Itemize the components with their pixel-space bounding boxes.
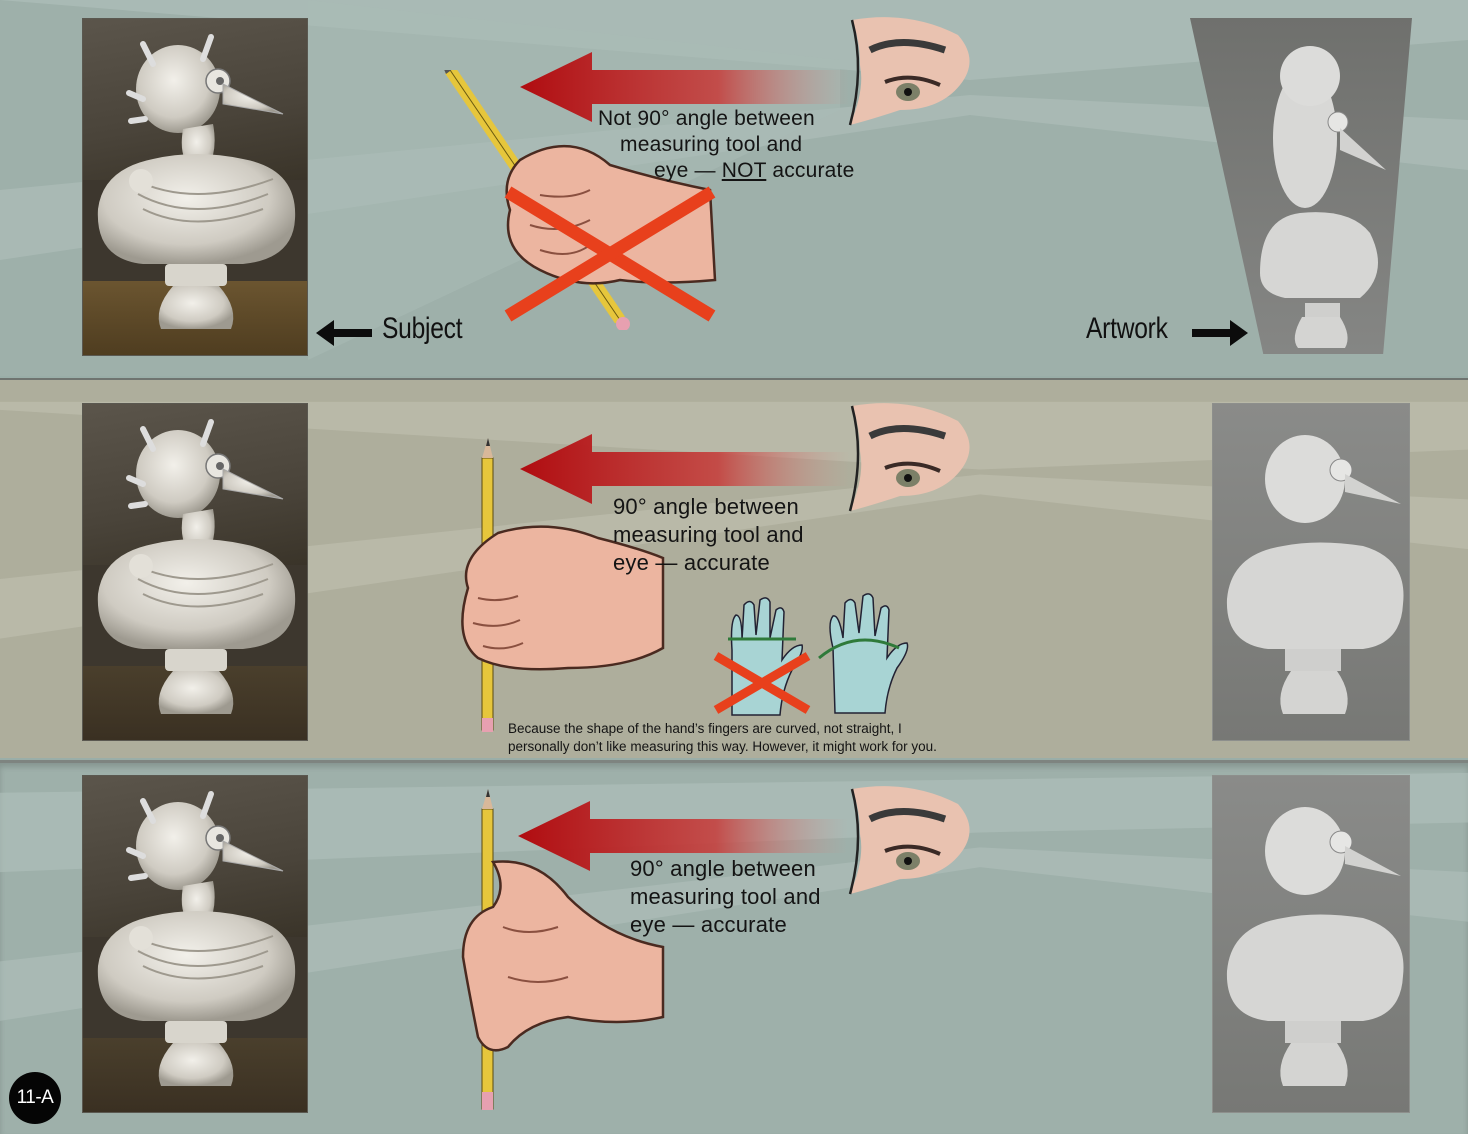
fingertips-holding-vertical-pencil bbox=[461, 789, 665, 1110]
caption-correct-angle: 90° angle between measuring tool and eye… bbox=[630, 855, 821, 939]
caption-line-2: measuring tool and bbox=[613, 522, 804, 547]
caption-line-3: eye — NOT accurate bbox=[654, 159, 855, 182]
caption-line-1: Not 90° angle between bbox=[598, 107, 815, 130]
note-line-2: personally don’t like measuring this way… bbox=[508, 739, 937, 754]
hand-shape-note: Because the shape of the hand’s fingers … bbox=[508, 720, 978, 756]
eye-icon bbox=[848, 786, 970, 895]
red-arrow-left-icon bbox=[520, 434, 850, 504]
caption-line-3: eye — accurate bbox=[630, 912, 787, 937]
caption-line-3: eye — accurate bbox=[613, 550, 770, 575]
red-arrow-left-icon bbox=[518, 801, 848, 871]
hand-holding-tilted-pencil bbox=[444, 70, 717, 330]
artwork-image bbox=[1212, 403, 1410, 741]
not-emphasis: NOT bbox=[721, 159, 767, 182]
caption-line-1: 90° angle between bbox=[613, 494, 799, 519]
eye-icon bbox=[848, 17, 970, 126]
fist-holding-vertical-pencil bbox=[461, 438, 665, 732]
eye-icon bbox=[848, 403, 970, 512]
subject-image bbox=[82, 775, 308, 1113]
bust-illustration bbox=[97, 419, 296, 714]
red-x-icon bbox=[504, 186, 716, 322]
subject-image bbox=[82, 18, 308, 356]
figure-number-badge: 11-A bbox=[9, 1072, 61, 1124]
caption-incorrect-angle: Not 90° angle between measuring tool and… bbox=[598, 106, 854, 184]
bust-illustration bbox=[97, 791, 296, 1086]
panel-correct-angle-fist: 90° angle between measuring tool and eye… bbox=[0, 378, 1468, 758]
caption-line-1: 90° angle between bbox=[630, 856, 816, 881]
subject-label: Subject bbox=[382, 312, 463, 345]
artwork-label: Artwork bbox=[1086, 312, 1168, 345]
bust-illustration-gray bbox=[1226, 807, 1404, 1086]
subject-image bbox=[82, 403, 308, 741]
arrow-left-icon bbox=[316, 320, 372, 346]
red-arrow-left-icon bbox=[520, 52, 850, 122]
note-line-1: Because the shape of the hand’s fingers … bbox=[508, 721, 902, 736]
caption-line-2: measuring tool and bbox=[630, 884, 821, 909]
bust-illustration-gray bbox=[1260, 46, 1386, 348]
panel-correct-angle-fingertips: 90° angle between measuring tool and eye… bbox=[0, 760, 1468, 1134]
caption-line-2: measuring tool and bbox=[620, 133, 803, 156]
arrow-right-icon bbox=[1192, 320, 1248, 346]
glove-curved-measure-icon bbox=[818, 593, 909, 714]
caption-correct-angle: 90° angle between measuring tool and eye… bbox=[613, 493, 804, 577]
bust-illustration bbox=[97, 34, 296, 329]
glove-flat-measure-incorrect-icon bbox=[713, 597, 811, 716]
panel-incorrect-angle: Not 90° angle between measuring tool and… bbox=[0, 0, 1468, 376]
artwork-image-distorted bbox=[1190, 18, 1412, 354]
artwork-image bbox=[1212, 775, 1410, 1113]
bust-illustration-gray bbox=[1226, 435, 1404, 714]
